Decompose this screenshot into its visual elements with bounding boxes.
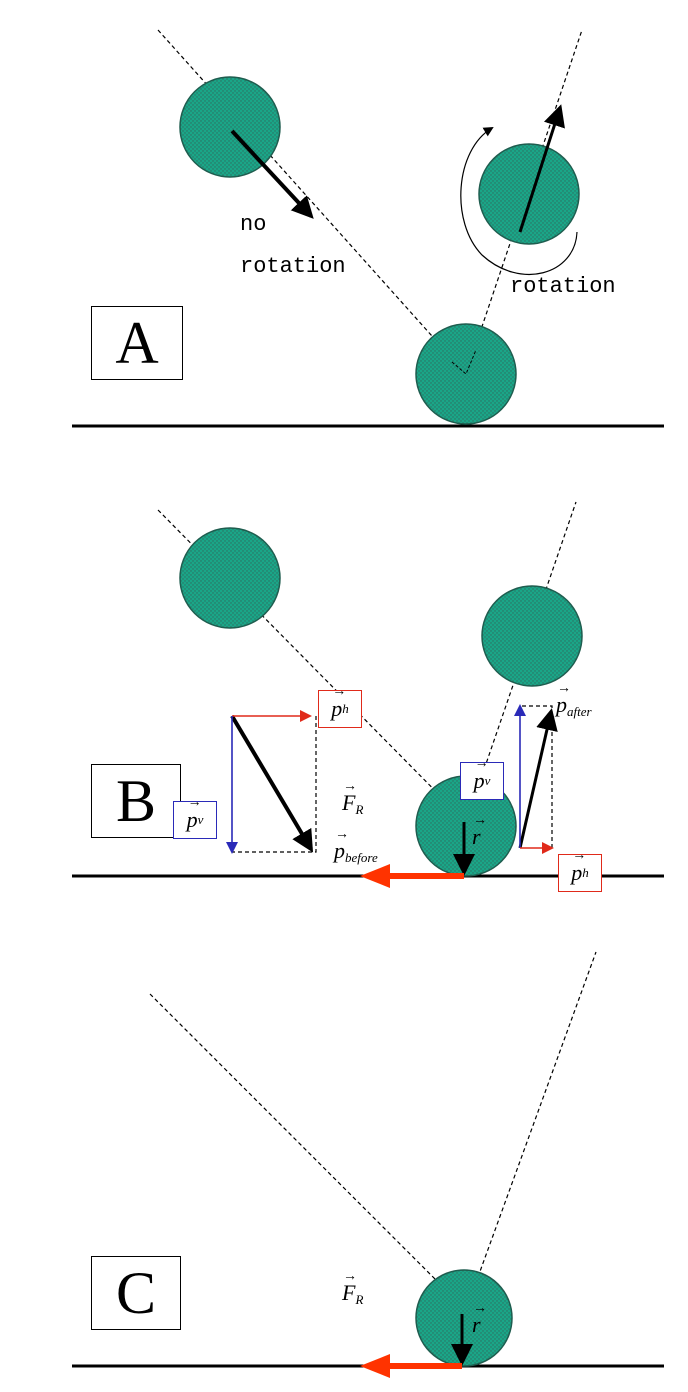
component-frame-before [232,716,317,853]
radius-label-b: r [472,814,486,848]
ball-incoming-b [179,527,281,629]
panel-b [72,501,664,888]
p-v-left-symbol: p [187,795,202,833]
p-h-left-symbol: p [331,684,346,722]
p-v-right-sub: v [484,773,491,788]
p-h-left-sub: h [342,701,349,716]
incoming-trajectory-c [149,993,467,1311]
p-before-arrow [230,714,314,853]
force-symbol-b: F [342,780,358,814]
p-h-right-symbol: p [571,848,586,886]
ball-outgoing-b [481,585,583,687]
outgoing-trajectory-a [465,29,583,375]
panel-label-a: A [91,306,183,380]
radius-label-c: r [472,1302,486,1336]
force-sub-b: R [355,802,364,817]
panel-label-b: B [91,764,181,838]
panel-c [72,704,664,1378]
ball-outgoing-a [478,143,580,245]
p-v-left-sub: v [197,812,204,827]
no-rotation-label-line1: no [240,212,267,237]
rotation-label: rotation [510,274,616,299]
p-after-sub: after [567,704,592,719]
p-before-sub: before [345,850,378,865]
bounce-angle-marker-a [451,349,477,375]
p-before-symbol: p [334,828,349,862]
p-h-left-box: ph [318,684,362,728]
velocity-arrow-incoming-a [230,129,314,219]
ball-contact-c [415,1269,513,1367]
velocity-arrow-outgoing-a [518,104,565,233]
p-h-right-box: ph [558,848,602,892]
p-before-label: pbefore [334,828,378,865]
p-after-label: pafter [556,682,592,719]
incoming-trajectory-a [157,29,467,375]
p-v-left-box: pv [173,795,217,839]
p-after-symbol: p [556,682,571,716]
p-h-right-sub: h [582,865,589,880]
radius-symbol-c: r [472,1302,486,1336]
ball-incoming-a [179,76,281,178]
friction-force-label-b: FR [342,780,364,817]
no-rotation-label-line2: rotation [240,254,346,279]
p-v-right-box: pv [460,756,504,800]
p-v-right-symbol: p [474,756,489,794]
friction-force-label-c: FR [342,1270,364,1307]
rotation-arc-icon [460,126,578,276]
outgoing-trajectory-c [465,951,597,1311]
panel-a [72,29,664,428]
ball-contact-a [415,323,517,425]
component-frame-after [522,705,553,848]
p-after-arrow [518,708,558,849]
force-sub-c: R [355,1292,364,1307]
radius-symbol-b: r [472,814,486,848]
force-symbol-c: F [342,1270,358,1304]
panel-label-c: C [91,1256,181,1330]
